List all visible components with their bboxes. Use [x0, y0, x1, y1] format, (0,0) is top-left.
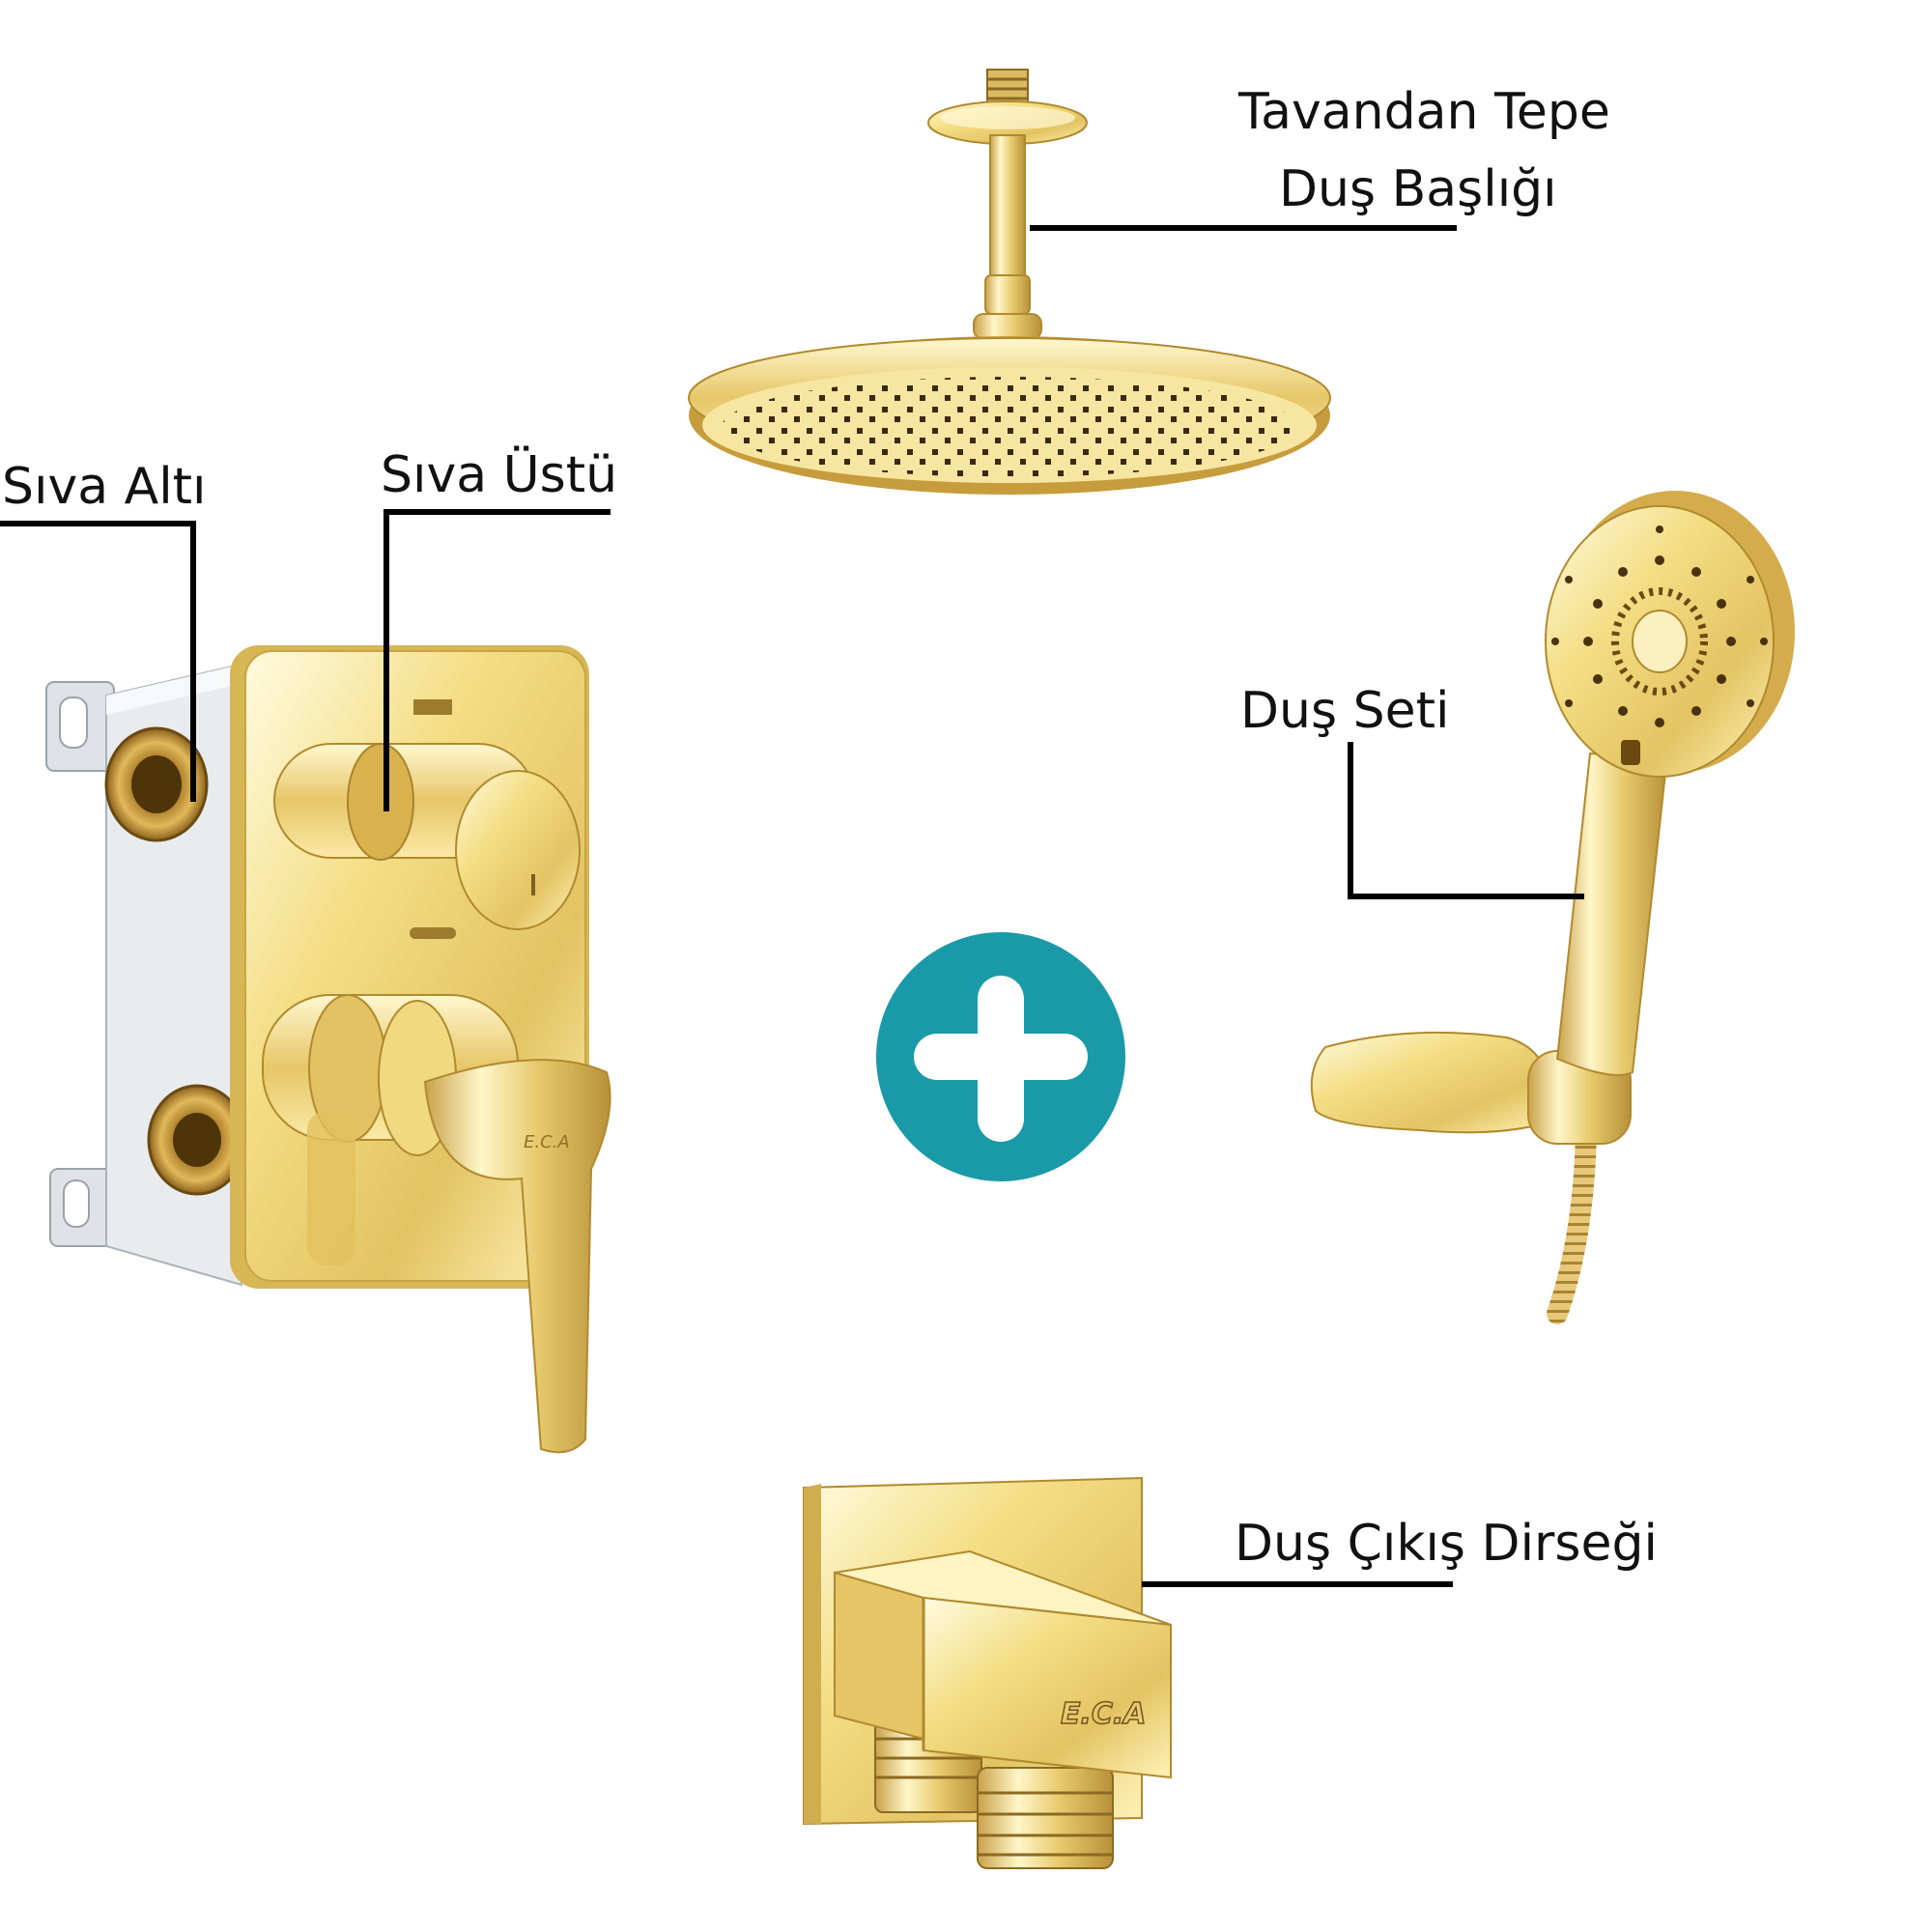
- elbow-block-front: [923, 1596, 1172, 1779]
- plus-circle-icon: [876, 932, 1125, 1181]
- label-concealed: Sıva Altı: [2, 458, 207, 516]
- spray-mode-button[interactable]: [1621, 740, 1640, 765]
- concealed-mixer-assembly: E.C.A: [45, 645, 611, 1454]
- diverter-knob-cap: [455, 770, 581, 930]
- label-exposed: Sıva Üstü: [381, 446, 618, 504]
- elbow-eca-logo: E.C.A: [1061, 1697, 1147, 1731]
- shower-hose: [1547, 1120, 1597, 1324]
- leader-hand-shower: [1348, 742, 1584, 899]
- rain-mode-icon: [413, 699, 452, 715]
- mounting-bracket-top: [45, 681, 115, 772]
- brass-inlet-bottom: [147, 1084, 247, 1196]
- label-rain-head-line1: Tavandan Tepe: [1238, 83, 1610, 141]
- mixer-lever-handle: [423, 1059, 611, 1454]
- rain-shower-head: [688, 69, 1331, 495]
- hand-shower-nozzles: [1551, 526, 1768, 727]
- brass-inlet-top: [104, 726, 209, 842]
- elbow-block-side: [834, 1571, 924, 1741]
- hand-mode-icon: [410, 927, 456, 939]
- hand-shower-handle: [1555, 752, 1669, 1076]
- elbow-outlet-thread-right: [977, 1767, 1114, 1869]
- hand-shower-center-ring: [1611, 587, 1708, 696]
- label-wall-elbow: Duş Çıkış Dirseği: [1235, 1515, 1658, 1573]
- diverter-knob[interactable]: [273, 743, 581, 930]
- hand-shower-set: [1310, 491, 1795, 1324]
- thread-grooves: [987, 77, 1028, 100]
- label-hand-shower: Duş Seti: [1240, 682, 1450, 740]
- label-rain-head-line2: Duş Başlığı: [1279, 160, 1557, 218]
- mixer-lever[interactable]: E.C.A: [262, 994, 611, 1454]
- leader-lines: [0, 225, 1584, 1587]
- lever-eca-logo: E.C.A: [524, 1132, 570, 1152]
- hand-shower-bracket: [1310, 1031, 1561, 1134]
- leader-exposed: [384, 509, 611, 811]
- leader-concealed: [0, 521, 196, 802]
- wall-outlet-elbow: E.C.A: [803, 1476, 1172, 1869]
